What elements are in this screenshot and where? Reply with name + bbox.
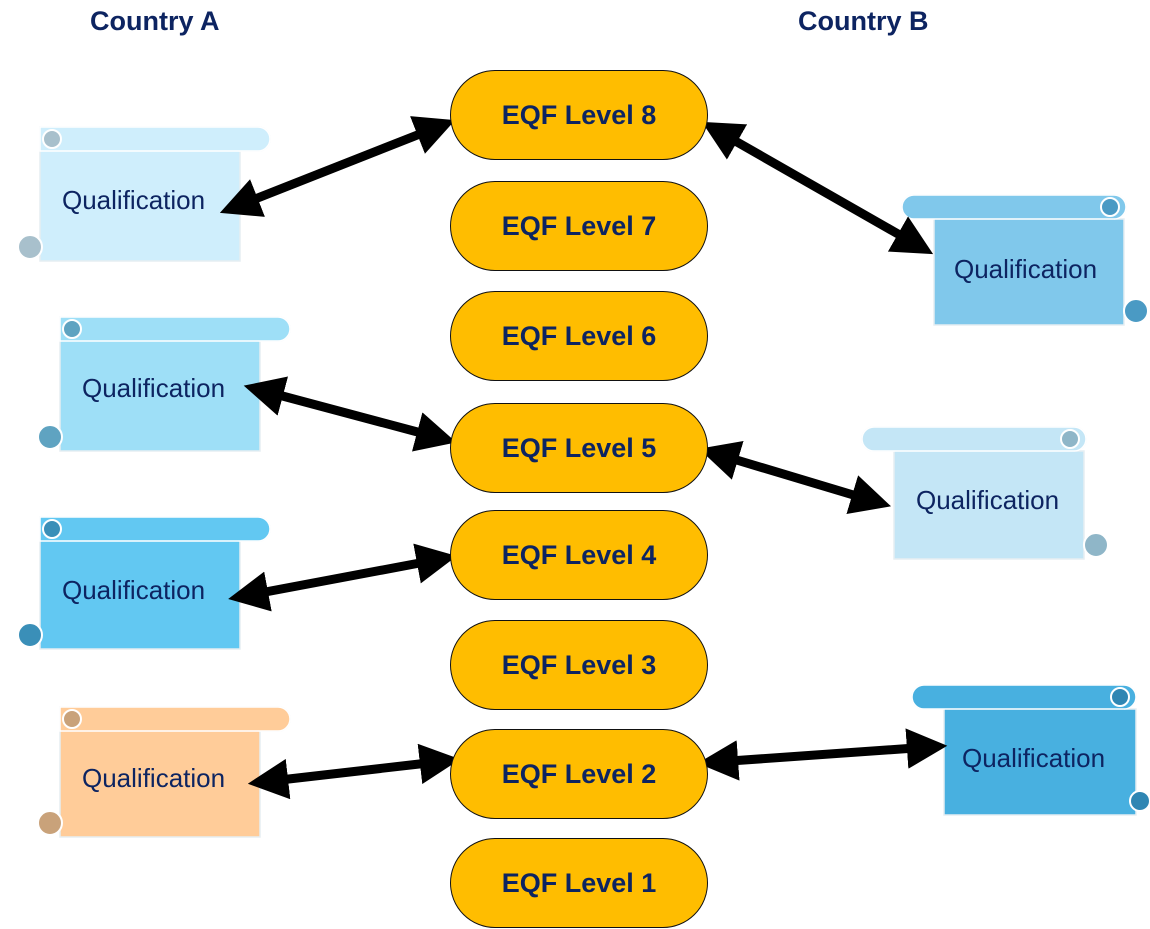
scroll-bottom-curl <box>1129 790 1150 812</box>
qualification-label: Qualification <box>82 763 225 793</box>
scroll-top-roll <box>59 706 291 732</box>
scroll-top-curl <box>42 129 62 149</box>
scroll-bottom-curl <box>17 234 43 260</box>
qualification-label: Qualification <box>916 485 1059 515</box>
qualification-label: Qualification <box>62 575 205 605</box>
qualification-scroll-b3: Qualification <box>911 684 1150 816</box>
eqf-level-4: EQF Level 4 <box>450 510 708 600</box>
eqf-level-2: EQF Level 2 <box>450 729 708 819</box>
arrow-level2-b3 <box>697 728 948 781</box>
scroll-top-roll <box>39 516 271 542</box>
scroll-top-curl <box>1100 197 1120 217</box>
arrow-a1-level8 <box>219 116 456 217</box>
country-a-title: Country A <box>90 6 220 36</box>
scroll-top-curl <box>1110 687 1130 707</box>
arrow-a2-level5 <box>243 376 457 452</box>
country-b-title: Country B <box>798 6 929 36</box>
eqf-level-5: EQF Level 5 <box>450 403 708 493</box>
qualification-label: Qualification <box>82 373 225 403</box>
qualification-scroll-a2: Qualification <box>37 316 291 452</box>
scroll-top-curl <box>42 519 62 539</box>
scroll-bottom-curl <box>17 622 43 648</box>
qualification-label: Qualification <box>62 185 205 215</box>
eqf-level-7: EQF Level 7 <box>450 181 708 271</box>
qualification-scroll-a4: Qualification <box>37 706 291 838</box>
scroll-top-roll <box>39 126 271 152</box>
eqf-level-1: EQF Level 1 <box>450 838 708 928</box>
scroll-bottom-curl <box>37 810 63 836</box>
eqf-level-6: EQF Level 6 <box>450 291 708 381</box>
arrow-level5-b2 <box>698 440 892 515</box>
scroll-top-roll <box>59 316 291 342</box>
qualification-label: Qualification <box>962 743 1105 773</box>
qualification-scroll-b1: Qualification <box>901 194 1149 326</box>
scroll-top-roll <box>911 684 1137 710</box>
qualification-label: Qualification <box>954 254 1097 284</box>
scroll-top-curl <box>1060 429 1080 449</box>
scroll-top-curl <box>62 709 82 729</box>
scroll-bottom-curl <box>37 424 63 450</box>
qualification-scroll-b2: Qualification <box>861 426 1109 560</box>
scroll-bottom-curl <box>1123 298 1149 324</box>
scroll-top-roll <box>901 194 1127 220</box>
arrow-a4-level2 <box>247 743 461 800</box>
scroll-top-curl <box>62 319 82 339</box>
scroll-bottom-curl <box>1083 532 1109 558</box>
eqf-level-3: EQF Level 3 <box>450 620 708 710</box>
arrow-a3-level4 <box>228 543 457 612</box>
scroll-top-roll <box>861 426 1087 452</box>
eqf-level-8: EQF Level 8 <box>450 70 708 160</box>
arrow-level8-b1 <box>701 121 934 255</box>
qualification-scroll-a1: Qualification <box>17 126 271 262</box>
qualification-scroll-a3: Qualification <box>17 516 271 650</box>
